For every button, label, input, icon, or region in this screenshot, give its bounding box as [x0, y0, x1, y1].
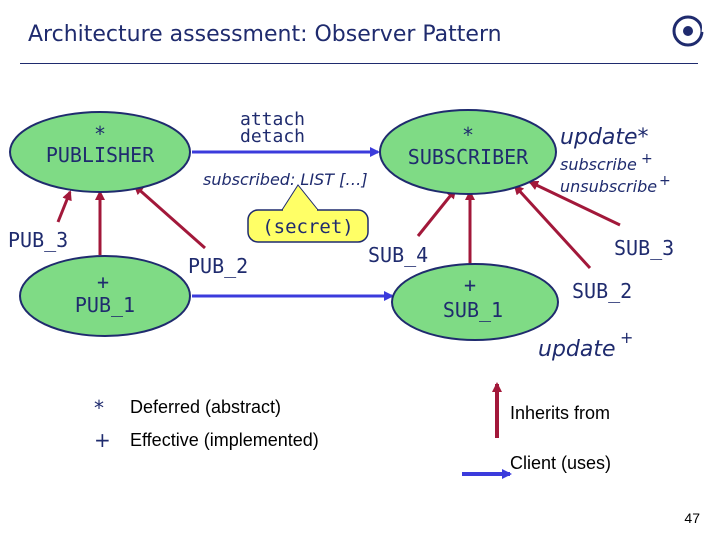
legend-effective-label: Effective (implemented): [130, 430, 319, 450]
inherit-sub4-subscriber: [416, 188, 457, 237]
sub2-name: SUB_2: [572, 279, 632, 303]
subscribed-feature: subscribed: LIST […]: [203, 170, 368, 189]
legend-client-label: Client (uses): [510, 453, 612, 473]
legend-effective-symbol: +: [94, 428, 111, 452]
publisher-name: PUBLISHER: [46, 143, 155, 167]
attach-feature: attach: [240, 109, 305, 130]
sub1-name: SUB_1: [443, 298, 503, 322]
update-effective-feature: update: [538, 337, 616, 362]
page-number: 47: [684, 510, 700, 526]
sub3-name: SUB_3: [614, 236, 674, 260]
subscribe-plus: +: [641, 151, 653, 167]
subscriber-ellipse: [379, 109, 557, 195]
publisher-marker: *: [94, 122, 106, 146]
update-effective-plus: +: [620, 328, 633, 347]
legend-deferred-symbol: *: [94, 396, 104, 420]
subscribe-feature: subscribe: [560, 155, 637, 174]
pub2-name: PUB_2: [188, 254, 248, 278]
update-deferred-feature: update*: [560, 125, 649, 150]
slide-title: Architecture assessment: Observer Patter…: [28, 22, 502, 47]
sub4-name: SUB_4: [368, 243, 428, 267]
pub1-marker: +: [97, 270, 109, 294]
inherit-pub3-publisher: [56, 190, 72, 223]
inherit-sub2-subscriber: [513, 184, 592, 270]
subscriber-name: SUBSCRIBER: [408, 145, 529, 169]
secret-label: (secret): [262, 216, 354, 238]
pub1-name: PUB_1: [75, 293, 135, 317]
detach-feature: detach: [240, 126, 305, 147]
eiffel-logo-icon: [672, 15, 705, 47]
legend-deferred-label: Deferred (abstract): [130, 397, 282, 417]
subscriber-marker: *: [462, 123, 474, 147]
legend-inherits-label: Inherits from: [510, 403, 611, 423]
title-rule: [20, 63, 698, 64]
inherit-sub3-subscriber: [528, 180, 621, 227]
unsubscribe-plus: +: [659, 173, 671, 189]
sub1-marker: +: [464, 273, 476, 297]
pub1-ellipse: [19, 255, 191, 337]
unsubscribe-feature: unsubscribe: [560, 177, 657, 196]
publisher-ellipse: [9, 111, 191, 193]
pub3-name: PUB_3: [8, 228, 68, 252]
inherit-pub2-publisher: [133, 184, 206, 250]
sub1-ellipse: [391, 263, 559, 341]
